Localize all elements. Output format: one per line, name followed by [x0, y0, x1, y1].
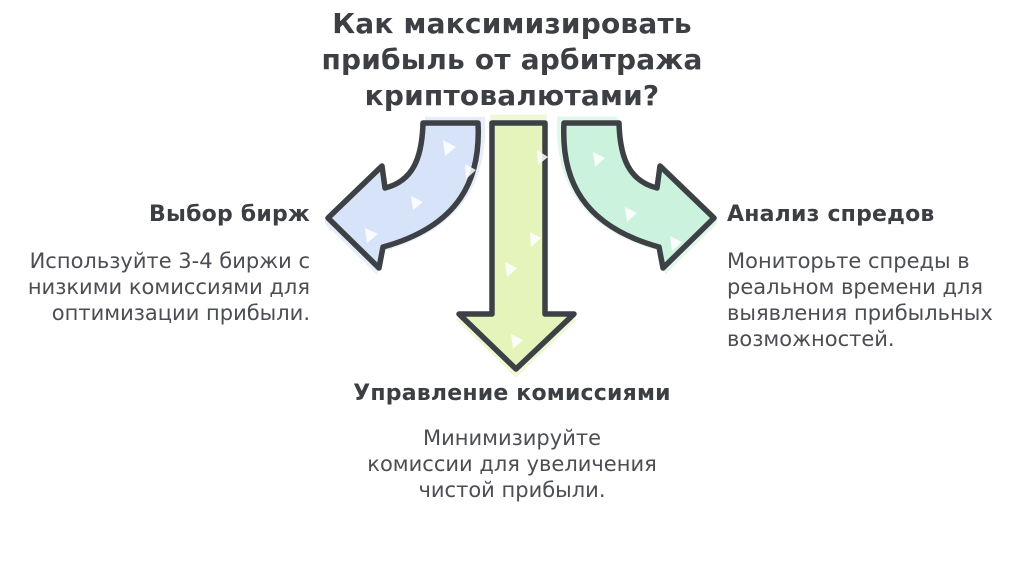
branch-right-heading: Анализ спредов — [727, 202, 935, 227]
title-line-1: Как максимизировать — [332, 7, 692, 40]
branch-bottom: Управление комиссиями Минимизируйте коми… — [332, 379, 692, 503]
arrow-down-icon — [454, 114, 578, 378]
branch-right-body-line-2: реальном времени для — [727, 275, 984, 299]
branch-left-body: Используйте 3-4 биржи с низкими комиссия… — [0, 248, 310, 326]
arrow-left-icon — [325, 116, 486, 275]
branch-right-body-line-1: Мониторьте спреды в — [727, 249, 970, 273]
title-line-3: криптовалютами? — [364, 79, 660, 112]
arrow-down-outline — [456, 120, 577, 372]
page-title: Как максимизировать прибыль от арбитража… — [232, 6, 792, 114]
branch-left-body-line-2: низкими комиссиями для — [27, 275, 310, 299]
branch-left-heading: Выбор бирж — [149, 202, 310, 227]
arrows-graphic — [325, 114, 717, 378]
branch-left-body-line-1: Используйте 3-4 биржи с — [29, 249, 310, 273]
branch-bottom-body-line-2: комиссии для увеличения — [367, 452, 657, 476]
branch-bottom-heading: Управление комиссиями — [353, 381, 671, 406]
arrow-left-texture — [365, 140, 476, 243]
branch-bottom-body-line-3: чистой прибыли. — [418, 478, 606, 502]
branch-left: Выбор бирж Используйте 3-4 биржи с низки… — [0, 200, 310, 326]
branch-right-body: Мониторьте спреды в реальном времени для… — [727, 248, 1024, 352]
arrow-right-icon — [556, 116, 717, 275]
title-line-2: прибыль от арбитража — [321, 43, 703, 76]
branch-bottom-body-line-1: Минимизируйте — [422, 426, 601, 450]
arrow-right-texture — [593, 152, 682, 251]
branch-bottom-body: Минимизируйте комиссии для увеличения чи… — [332, 425, 692, 503]
branch-right-body-line-3: выявления прибыльных — [727, 301, 993, 325]
branch-left-body-line-3: оптимизации прибыли. — [51, 301, 310, 325]
branch-right: Анализ спредов Мониторьте спреды в реаль… — [727, 200, 1024, 352]
branch-right-body-line-4: возможностей. — [727, 327, 895, 351]
arrow-down-texture — [505, 150, 548, 349]
